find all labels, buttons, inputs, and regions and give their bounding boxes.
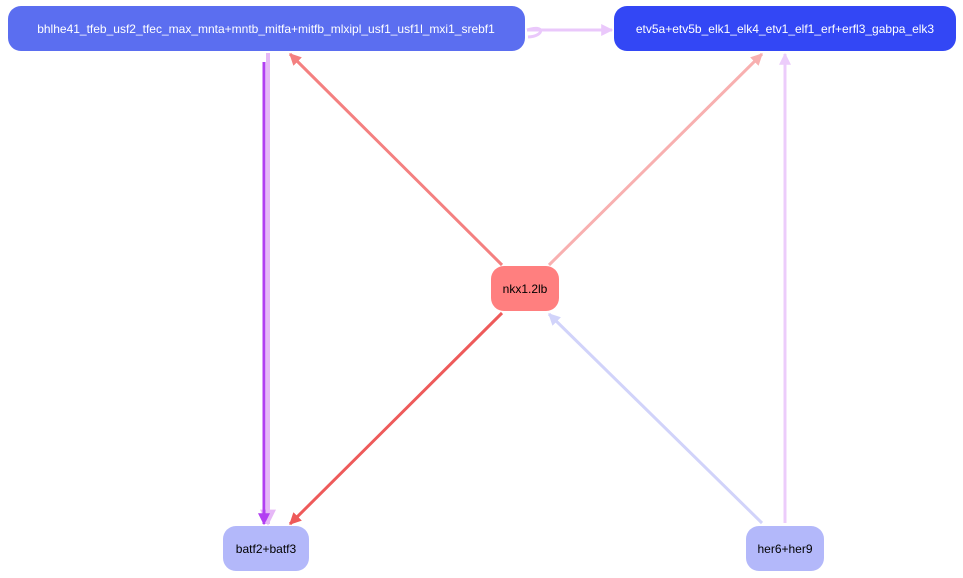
node-batf-box [223,526,309,571]
node-bhlhe[interactable]: bhlhe41_tfeb_usf2_tfec_max_mnta+mntb_mit… [8,6,525,51]
node-bhlhe-box [8,6,525,51]
edge-nkx-to-batf [288,311,504,526]
node-her-label: her6+her9 [757,542,812,556]
node-nkx-box [491,266,559,311]
node-etv-box [614,6,956,51]
nodes-layer: bhlhe41_tfeb_usf2_tfec_max_mnta+mntb_mit… [8,6,956,571]
node-bhlhe-label: bhlhe41_tfeb_usf2_tfec_max_mnta+mntb_mit… [37,22,495,36]
node-etv[interactable]: etv5a+etv5b_elk1_elk4_etv1_elf1_erf+erfl… [614,6,956,51]
edge-nkx-to-etv [547,52,764,267]
edge-nkx-to-bhlhe [288,52,504,267]
edge-her-to-nkx [547,312,764,525]
node-her-box [746,526,824,571]
node-nkx[interactable]: nkx1.2lb [491,266,559,311]
node-batf-label: batf2+batf3 [236,542,297,556]
node-her[interactable]: her6+her9 [746,526,824,571]
edges-layer [258,28,791,526]
edge-bhlhe-to-etv [526,28,612,37]
node-batf[interactable]: batf2+batf3 [223,526,309,571]
node-nkx-label: nkx1.2lb [503,282,548,296]
node-etv-label: etv5a+etv5b_elk1_elk4_etv1_elf1_erf+erfl… [636,22,935,36]
